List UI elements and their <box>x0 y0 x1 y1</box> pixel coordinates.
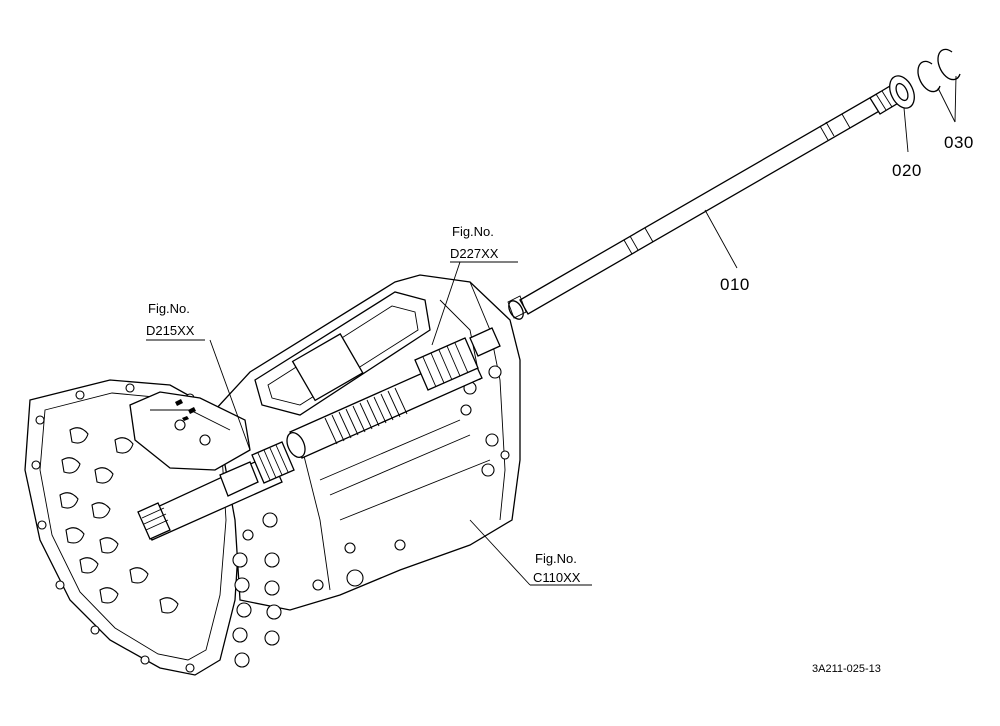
leader-lines <box>146 75 957 586</box>
ref-c110-code: C110XX <box>533 570 581 585</box>
housing-pockets <box>59 427 179 614</box>
flange-bolt-holes <box>31 383 195 673</box>
drawing-code: 3A211-025-13 <box>812 663 881 675</box>
main-shaft <box>286 327 501 459</box>
ref-d227-code: D227XX <box>450 246 499 261</box>
circlip-030 <box>917 48 961 93</box>
bearing-020 <box>889 75 915 109</box>
ref-d227-prefix: Fig.No. <box>452 224 494 239</box>
shaft-splines <box>324 387 408 445</box>
label-part-030: 030 <box>944 133 974 152</box>
ref-d215-prefix: Fig.No. <box>148 301 190 316</box>
input-shaft <box>137 441 295 541</box>
side-bosses <box>312 365 510 591</box>
ref-c110-prefix: Fig.No. <box>535 551 577 566</box>
lower-bosses <box>232 512 282 668</box>
ref-d215-code: D215XX <box>146 323 195 338</box>
shaft-010 <box>507 85 901 320</box>
label-part-010: 010 <box>720 275 750 294</box>
label-part-020: 020 <box>892 161 922 180</box>
